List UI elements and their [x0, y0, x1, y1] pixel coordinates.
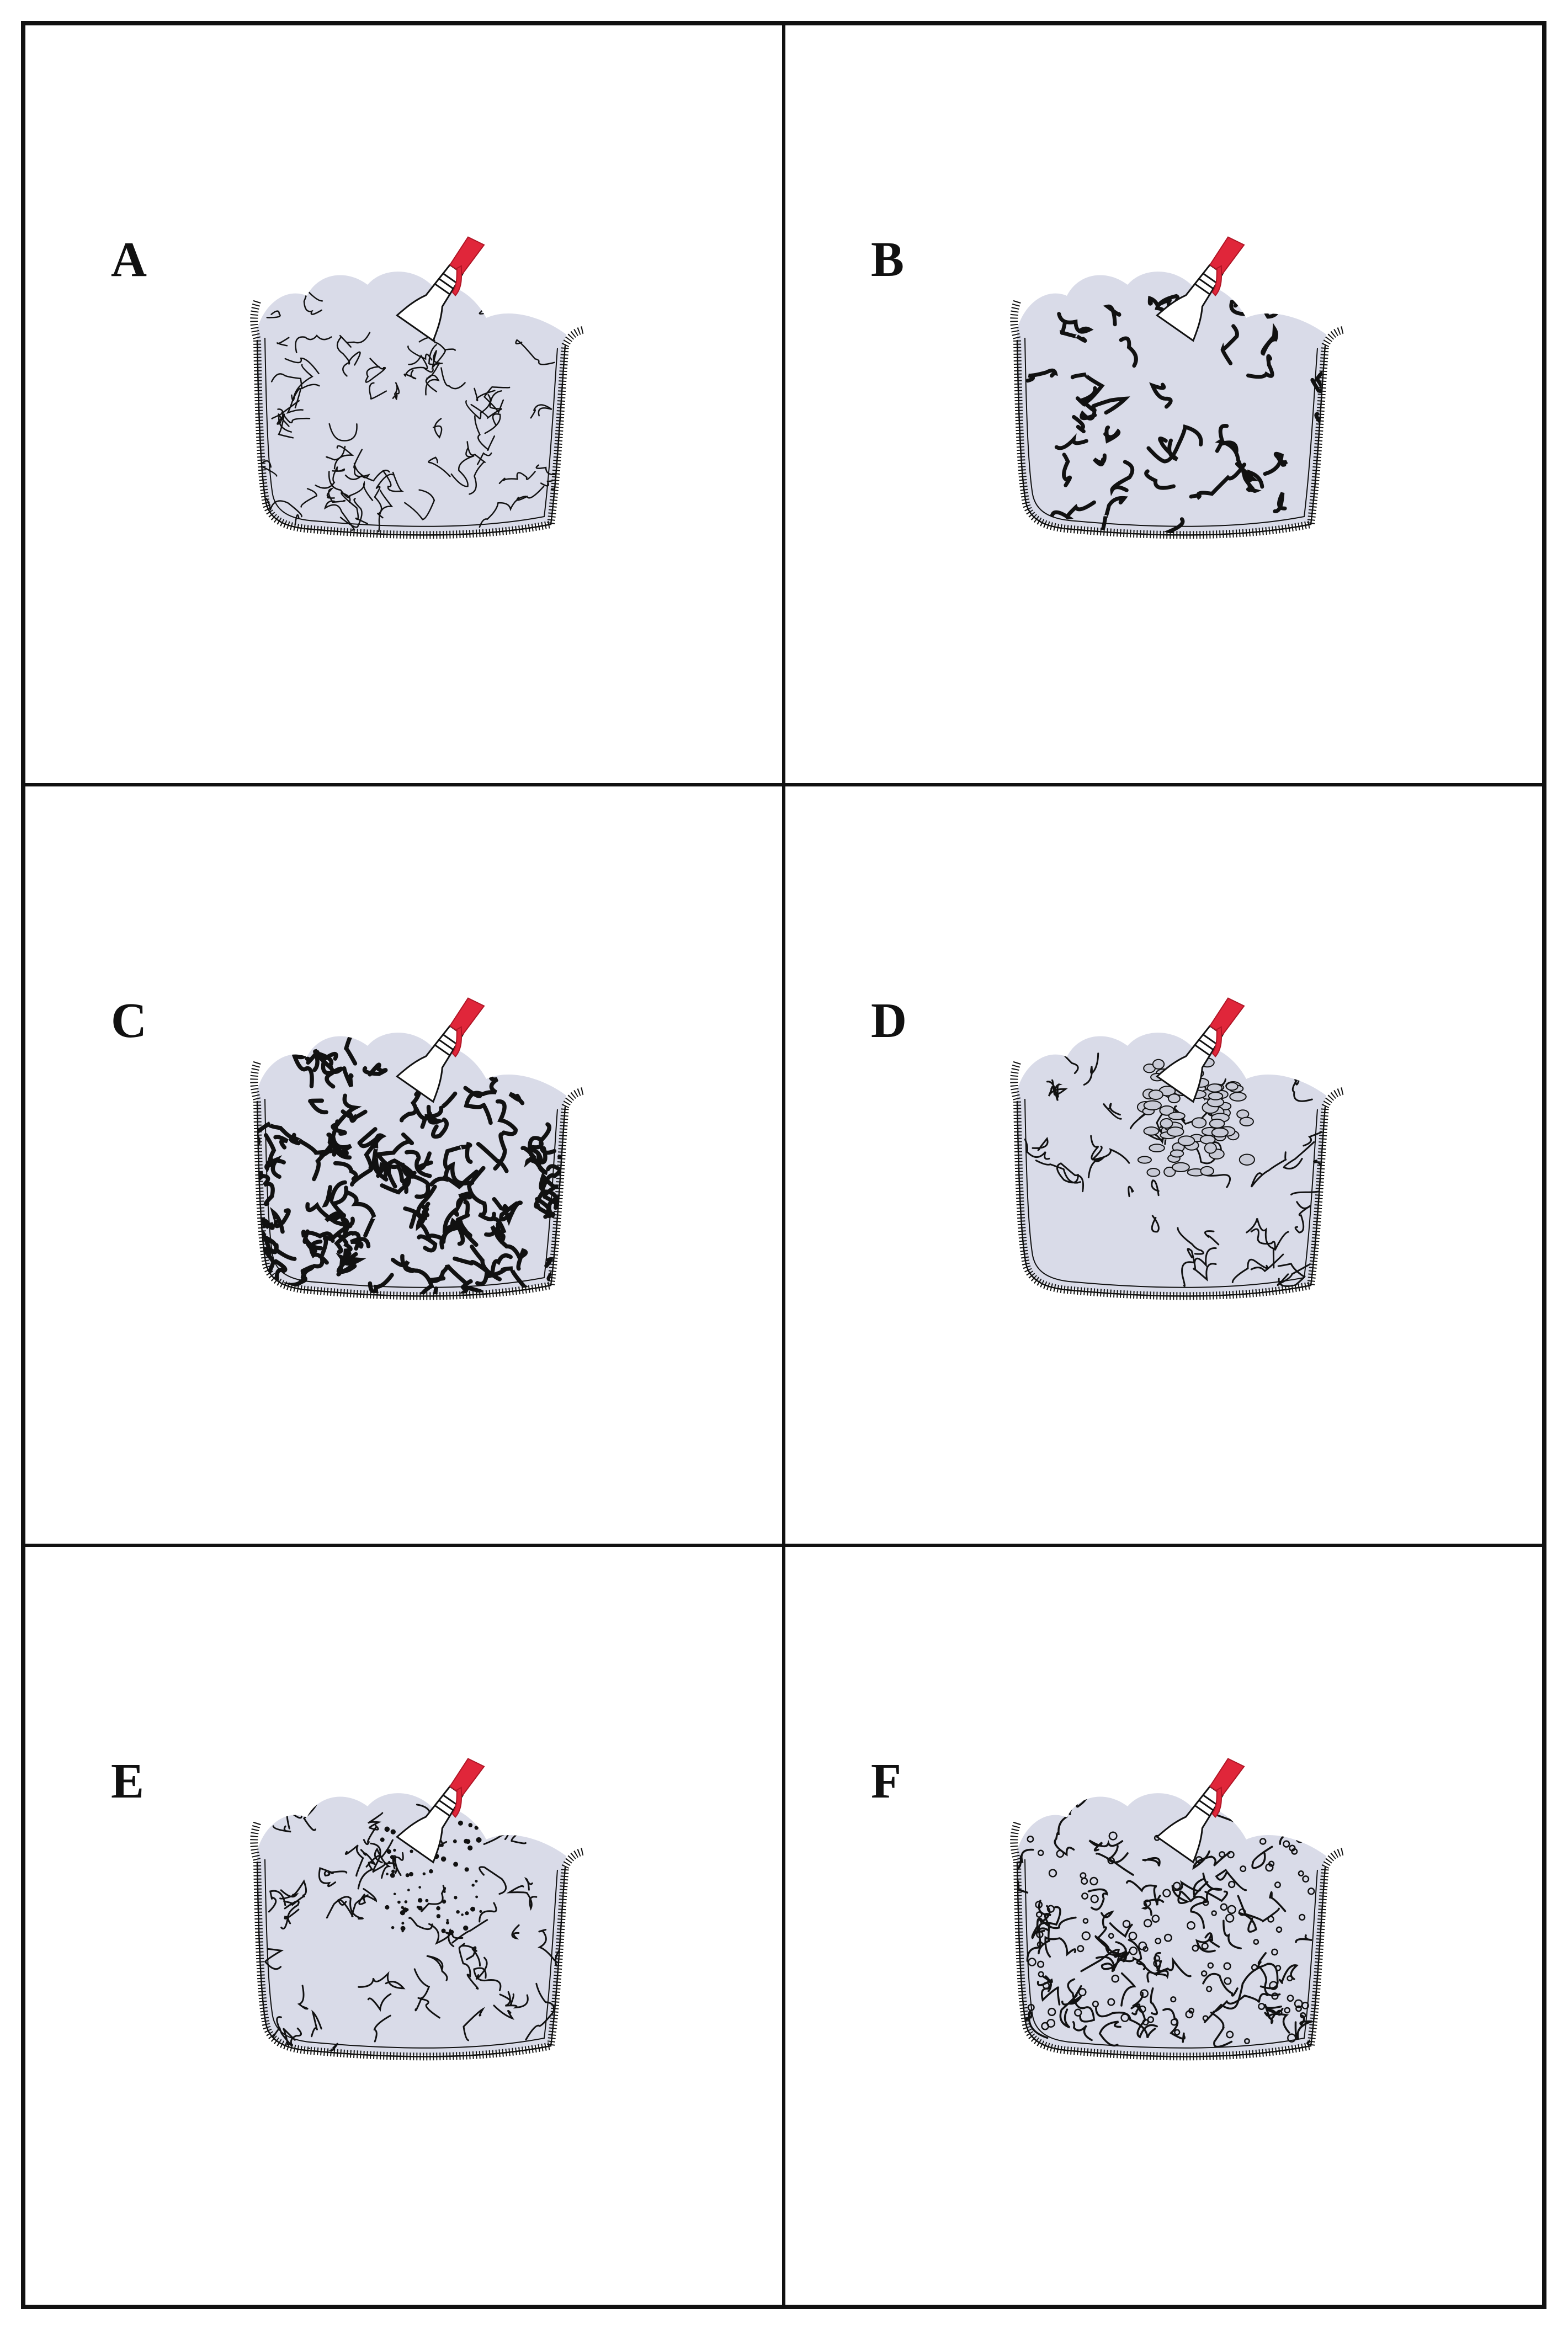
- vessel-icon: [395, 1758, 485, 1864]
- panel-label-b: B: [871, 232, 905, 287]
- illustration-d: [1010, 997, 1344, 1300]
- illustration-c: [250, 997, 584, 1300]
- tissue-mass: [257, 1793, 566, 2055]
- vessel-icon: [1155, 1758, 1245, 1864]
- tissue-mass: [1017, 1032, 1326, 1294]
- panel-a: A: [24, 24, 784, 785]
- panel-label-c: C: [111, 993, 147, 1048]
- panel-c: C: [24, 784, 784, 1546]
- panel-e: E: [24, 1545, 784, 2306]
- vessel-icon: [1155, 236, 1245, 342]
- panel-label-f: F: [871, 1754, 901, 1809]
- illustration-f: [1010, 1758, 1344, 2061]
- vessel-icon: [1155, 997, 1245, 1103]
- vessel-icon: [395, 997, 485, 1103]
- panel-label-d: D: [871, 993, 907, 1048]
- panel-grid: A B C D E F: [21, 21, 1546, 2309]
- illustration-a: [250, 236, 584, 539]
- illustration-b: [1010, 236, 1344, 539]
- panel-b: B: [784, 24, 1544, 785]
- tissue-mass: [1017, 1793, 1326, 2055]
- vessel-icon: [395, 236, 485, 342]
- panel-label-a: A: [111, 232, 147, 287]
- illustration-e: [250, 1758, 584, 2061]
- panel-label-e: E: [111, 1754, 145, 1809]
- tissue-mass: [257, 1032, 566, 1294]
- panel-f: F: [784, 1545, 1544, 2306]
- panel-d: D: [784, 784, 1544, 1546]
